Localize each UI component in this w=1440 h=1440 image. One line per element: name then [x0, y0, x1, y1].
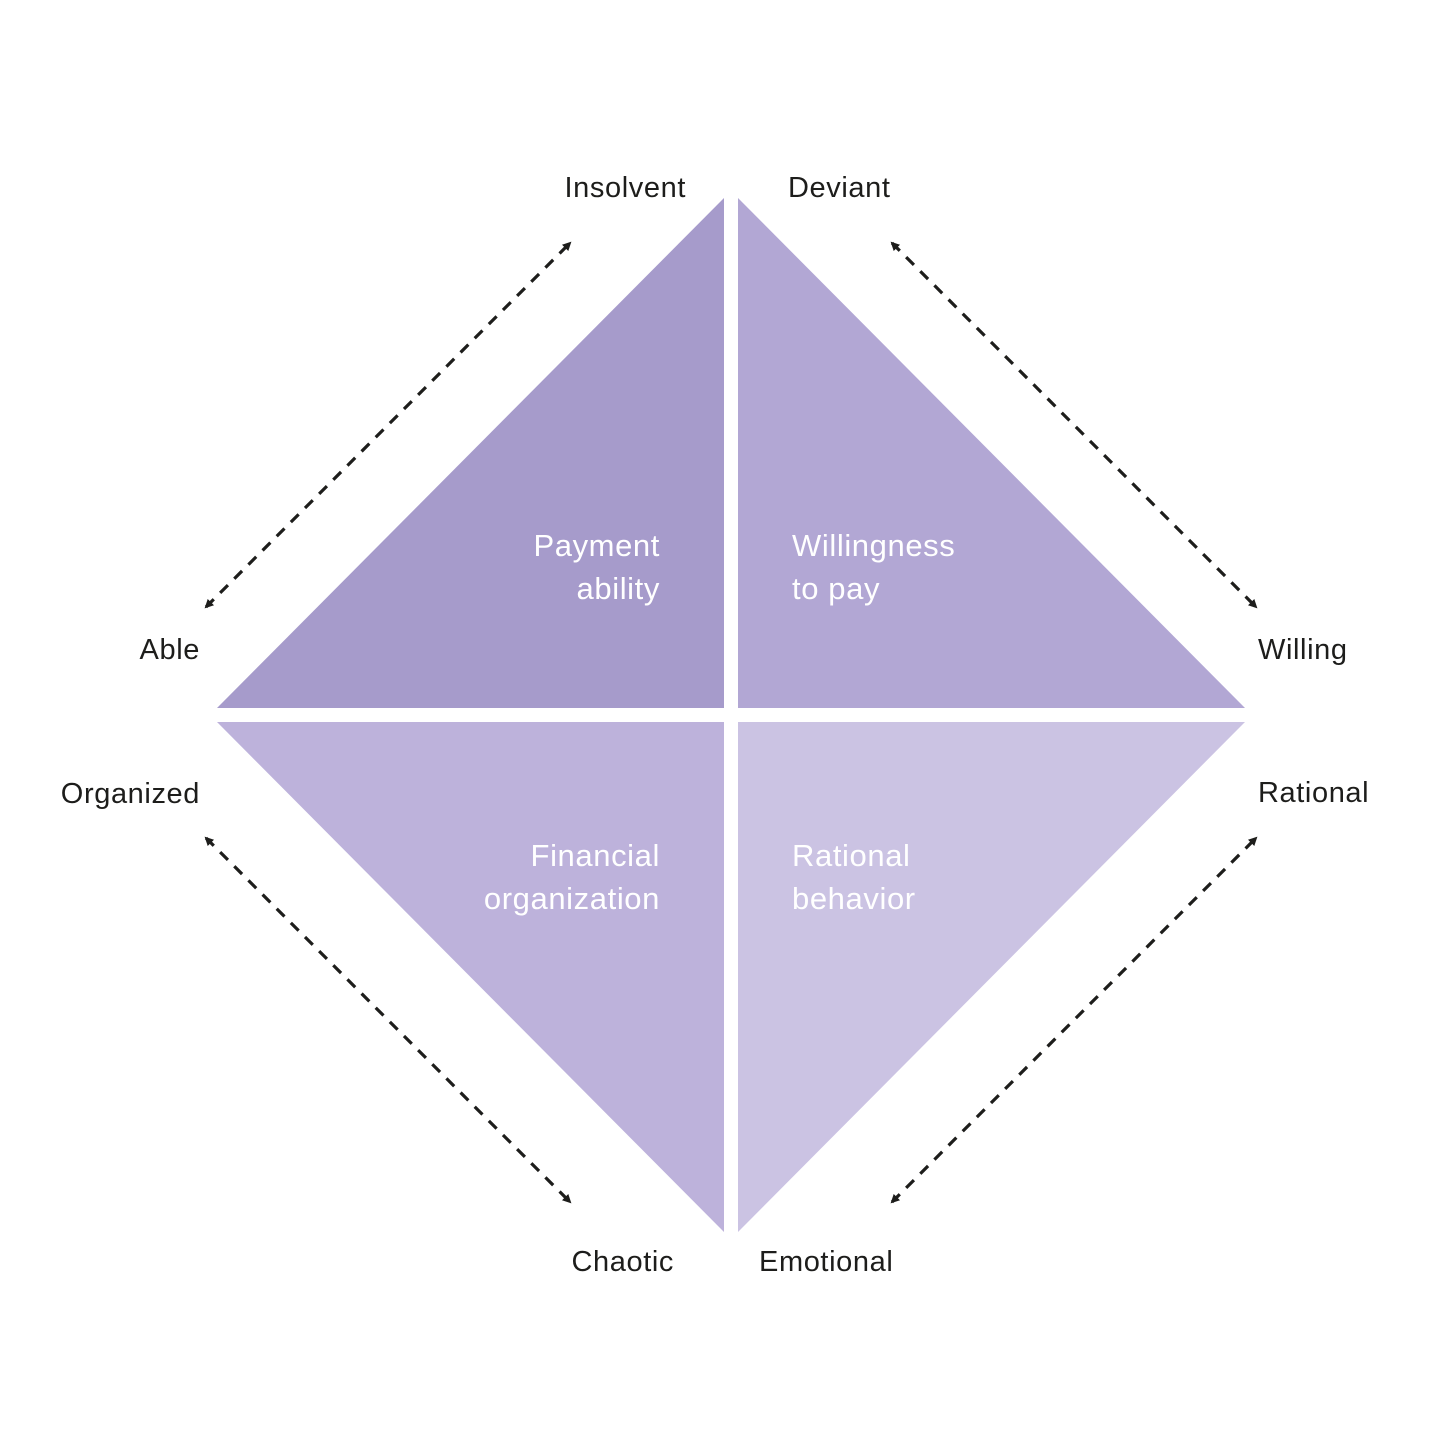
quadrant-label-rational-behavior: Rational behavior — [792, 838, 916, 916]
axis-label-deviant: Deviant — [788, 172, 891, 204]
triangle-rational-behavior — [738, 722, 1245, 1232]
axis-label-chaotic: Chaotic — [571, 1246, 674, 1278]
arrow-emotional-rational — [890, 836, 1258, 1204]
axis-label-able: Able — [139, 634, 200, 666]
axis-label-insolvent: Insolvent — [564, 172, 686, 204]
quadrant-label-financial-organization: Financial organization — [483, 838, 660, 916]
triangle-willingness-to-pay — [738, 198, 1245, 708]
axis-label-rational: Rational — [1258, 777, 1370, 809]
triangle-payment-ability — [217, 198, 724, 708]
axis-label-willing: Willing — [1258, 634, 1348, 666]
axis-label-organized: Organized — [60, 778, 200, 810]
arrow-organized-chaotic — [204, 836, 572, 1204]
quadrant-label-willingness-to-pay: Willingness to pay — [792, 528, 956, 606]
quadrant-label-payment-ability: Payment ability — [533, 528, 660, 606]
axis-label-emotional: Emotional — [759, 1246, 894, 1278]
arrow-able-insolvent — [204, 241, 572, 609]
triangle-financial-organization — [217, 722, 724, 1232]
arrow-deviant-willing — [890, 241, 1258, 609]
